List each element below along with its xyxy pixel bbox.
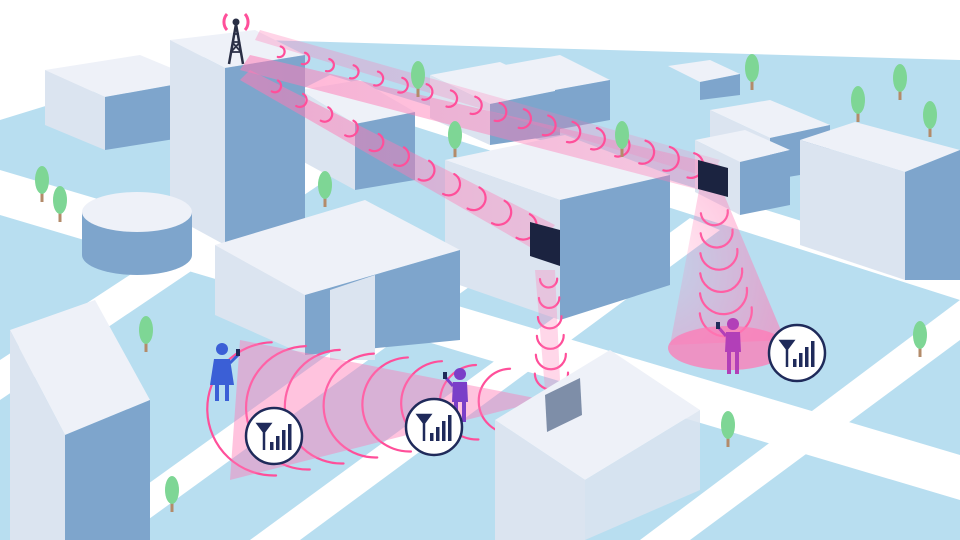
beam-wave-arc bbox=[541, 114, 557, 137]
tree-icon bbox=[923, 101, 937, 137]
tree-icon bbox=[851, 86, 865, 122]
beam-wave-arc bbox=[441, 172, 462, 197]
beam-wave-arc bbox=[348, 64, 360, 80]
beam-wave-arc bbox=[324, 57, 335, 73]
tree-icon bbox=[318, 171, 332, 207]
tree-icon bbox=[913, 321, 927, 357]
tree-icon bbox=[448, 121, 462, 157]
beam-wave-arc bbox=[493, 101, 508, 123]
person-with-phone-icon bbox=[716, 318, 741, 374]
beam-wave-arc bbox=[276, 45, 286, 59]
signal-badges bbox=[244, 323, 827, 466]
repeater-panel-icon bbox=[530, 222, 560, 266]
tree-icon bbox=[411, 61, 425, 97]
tree-icon bbox=[139, 316, 153, 352]
midleft-building bbox=[215, 200, 460, 360]
tree-icon bbox=[893, 64, 907, 100]
beam-wave-arc bbox=[517, 108, 533, 130]
signal-strength-icon bbox=[404, 397, 464, 457]
beam-wave-arc bbox=[393, 146, 410, 167]
beam-wave-arc bbox=[300, 51, 311, 66]
person-with-phone-icon bbox=[210, 343, 240, 401]
front-buildings bbox=[10, 300, 700, 540]
tree-icon bbox=[165, 476, 179, 512]
beam-wave-arc bbox=[565, 120, 582, 144]
beam-wave-arc bbox=[589, 126, 606, 151]
cell-tower-icon bbox=[222, 13, 250, 65]
beam-wave-arc bbox=[344, 119, 359, 138]
beam-wave-arc bbox=[445, 89, 459, 108]
tree-icon bbox=[721, 411, 735, 447]
tree-icon bbox=[53, 186, 67, 222]
beam-wave-arc bbox=[536, 315, 563, 330]
trees bbox=[35, 54, 937, 512]
beam-wave-arc bbox=[373, 70, 385, 87]
beam-wave-arc bbox=[421, 83, 434, 101]
cylinder-building bbox=[82, 192, 192, 275]
repeater-panel-icon bbox=[698, 160, 728, 197]
beam-wave-arc bbox=[244, 344, 311, 471]
beam-wave-arc bbox=[270, 79, 283, 94]
beam-wave-arc bbox=[534, 352, 567, 371]
beam-wave-arc bbox=[361, 356, 413, 453]
beam-wave-arc bbox=[662, 145, 680, 172]
beam-wave-arc bbox=[490, 199, 513, 226]
tree-icon bbox=[615, 121, 629, 157]
beam-wave-arc bbox=[538, 277, 559, 289]
signal-strength-icon bbox=[244, 406, 304, 466]
beam-wave-arc bbox=[537, 296, 561, 309]
beam-wave-arc bbox=[417, 159, 436, 182]
beam-wave-arc bbox=[397, 76, 409, 94]
coverage-cone-left bbox=[230, 270, 560, 480]
beam-wave-arc bbox=[469, 95, 483, 116]
beam-wave-arc bbox=[283, 348, 345, 465]
tree-icon bbox=[35, 166, 49, 202]
repeater-panels bbox=[530, 160, 728, 266]
beam-wave-arc bbox=[535, 333, 565, 350]
beam-wave-arc bbox=[322, 352, 379, 459]
beam-wave-arc bbox=[638, 139, 656, 165]
signal-strength-icon bbox=[767, 323, 827, 383]
beam-wave-arc bbox=[368, 132, 385, 153]
beam-wave-arc bbox=[319, 106, 334, 123]
beam-wave-arc bbox=[295, 92, 308, 109]
beam-wave-arc bbox=[206, 341, 278, 477]
tree-icon bbox=[745, 54, 759, 90]
beam-wave-arc bbox=[466, 186, 487, 212]
